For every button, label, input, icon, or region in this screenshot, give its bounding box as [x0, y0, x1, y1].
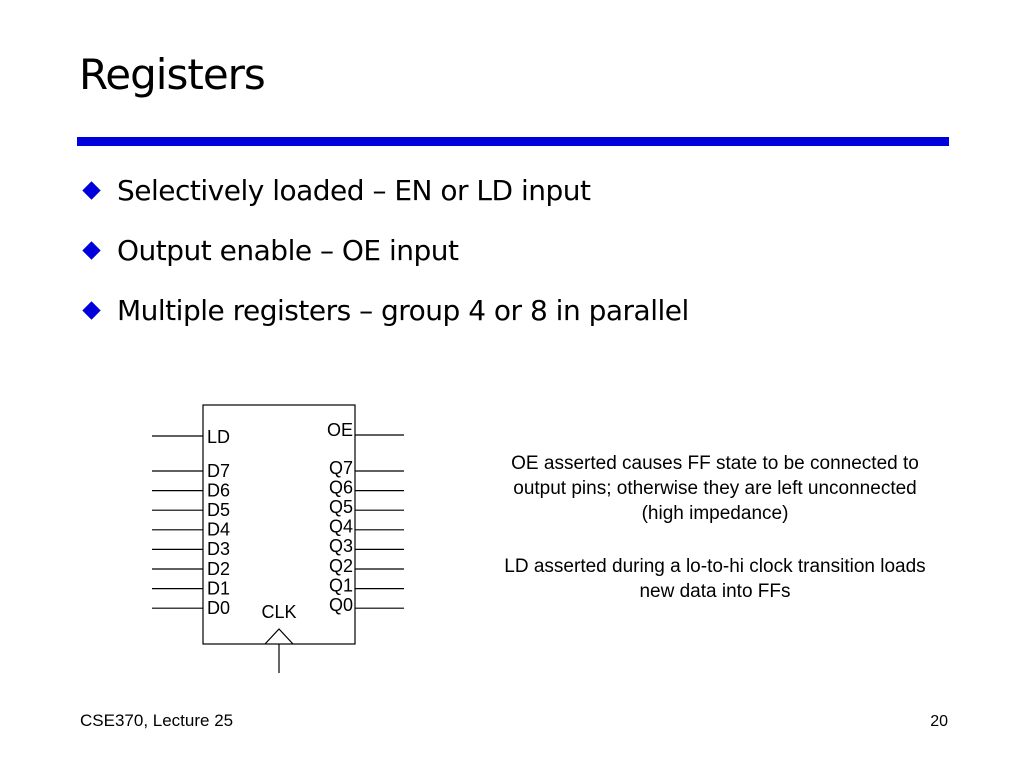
- input-pin-label: D5: [207, 500, 230, 520]
- input-pin-label: D7: [207, 461, 230, 481]
- output-pin-label: Q0: [329, 595, 353, 615]
- page-number: 20: [930, 713, 948, 730]
- output-pin-label: Q7: [329, 458, 353, 478]
- input-pin-label: D1: [207, 578, 230, 598]
- output-pin-label: Q1: [329, 575, 353, 595]
- bullet-text: Selectively loaded – EN or LD input: [117, 173, 591, 207]
- output-pin-label: Q2: [329, 556, 353, 576]
- ld-note: LD asserted during a lo-to-hi clock tran…: [504, 556, 926, 602]
- output-pin-label: Q5: [329, 497, 353, 517]
- input-pin-label: D4: [207, 520, 230, 540]
- bullet-text: Output enable – OE input: [117, 233, 459, 267]
- slide-title: Registers: [79, 50, 266, 99]
- bullet-item: Output enable – OE input: [80, 220, 689, 280]
- footer-course: CSE370, Lecture 25: [80, 711, 234, 730]
- input-pin-label: D3: [207, 539, 230, 559]
- bullet-item: Multiple registers – group 4 or 8 in par…: [80, 280, 689, 340]
- output-pin-label: Q4: [329, 517, 353, 537]
- output-pin-label: Q3: [329, 536, 353, 556]
- input-pin-label: D6: [207, 480, 230, 500]
- bullet-list: Selectively loaded – EN or LD input Outp…: [80, 160, 689, 340]
- bullet-item: Selectively loaded – EN or LD input: [80, 160, 689, 220]
- bullet-text: Multiple registers – group 4 or 8 in par…: [117, 293, 689, 327]
- output-pin-label: Q6: [329, 477, 353, 497]
- oe-label: OE: [327, 420, 353, 440]
- oe-note: OE asserted causes FF state to be connec…: [511, 453, 919, 524]
- input-pin-label: D0: [207, 598, 230, 618]
- clock-triangle-icon: [264, 628, 294, 645]
- title-rule: [77, 137, 949, 146]
- input-pin-label: D2: [207, 559, 230, 579]
- clk-label: CLK: [261, 602, 296, 622]
- ld-label: LD: [207, 427, 230, 447]
